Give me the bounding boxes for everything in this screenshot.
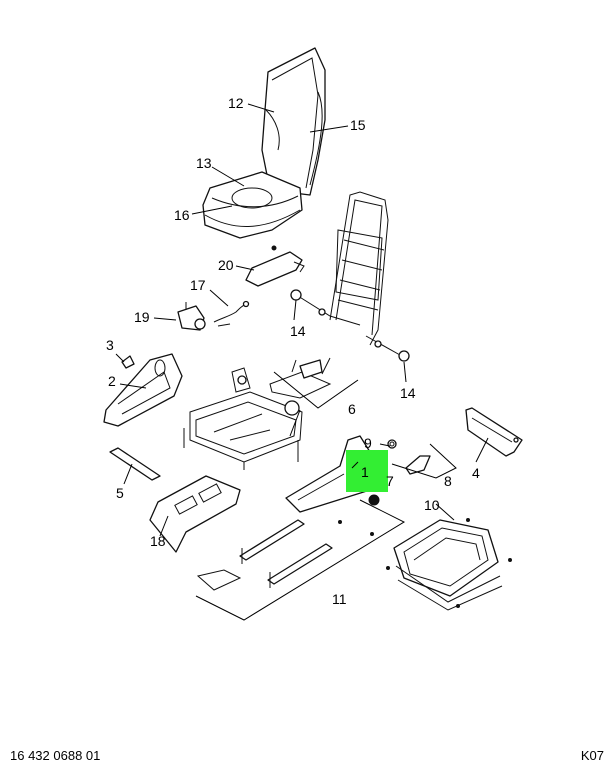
slide-rail-part[interactable] [196,519,374,591]
callout-18: 18 [150,533,166,549]
callout-3: 3 [106,337,114,353]
suspension-base-part[interactable] [386,518,512,611]
group-1-bracket-line [289,409,301,437]
callout-19: 19 [134,309,150,325]
handle-part[interactable] [405,455,431,475]
highlight-box-part-1[interactable] [346,450,388,492]
callout-8: 8 [444,473,452,489]
callout-17: 17 [190,277,206,293]
callout-9: 9 [364,435,372,451]
seat-cushion-part[interactable] [202,171,303,239]
armrest-part[interactable] [245,245,305,287]
backrest-frame-part[interactable] [290,191,410,362]
callout-16: 16 [174,207,190,223]
callout-15: 15 [350,117,366,133]
side-panel-left-part[interactable] [103,353,183,427]
footer-code: K07 [580,748,604,763]
seat-base-frame-part[interactable] [183,367,303,470]
callout-14-lower: 14 [400,385,416,401]
clip-part[interactable] [121,355,135,369]
leader-lines [115,103,489,537]
callout-4: 4 [472,465,480,481]
mounting-bracket-part[interactable] [149,475,241,553]
side-cover-right-part[interactable] [465,407,523,457]
callout-5: 5 [116,485,124,501]
motor-part[interactable] [177,302,206,331]
callout-7: 7 [386,473,394,489]
callout-10: 10 [424,497,440,513]
callout-13: 13 [196,155,212,171]
bracket-kit-part[interactable] [269,357,332,399]
group-11-bracket-line [195,499,406,621]
callout-1: 1 [361,464,369,480]
group-6-bracket-line [273,371,359,409]
wiring-harness-part[interactable] [213,300,250,327]
group-8-bracket-line [391,443,457,479]
callout-12: 12 [228,95,244,111]
callout-2: 2 [108,373,116,389]
trim-strip-part[interactable] [109,447,161,481]
callout-20: 20 [218,257,234,273]
callout-14-upper: 14 [290,323,306,339]
knob-part[interactable] [387,439,397,449]
seat-back-part[interactable] [261,47,326,196]
callout-11: 11 [332,591,347,607]
footer-doc-number: 16 432 0688 01 [10,748,101,763]
callout-6: 6 [348,401,356,417]
